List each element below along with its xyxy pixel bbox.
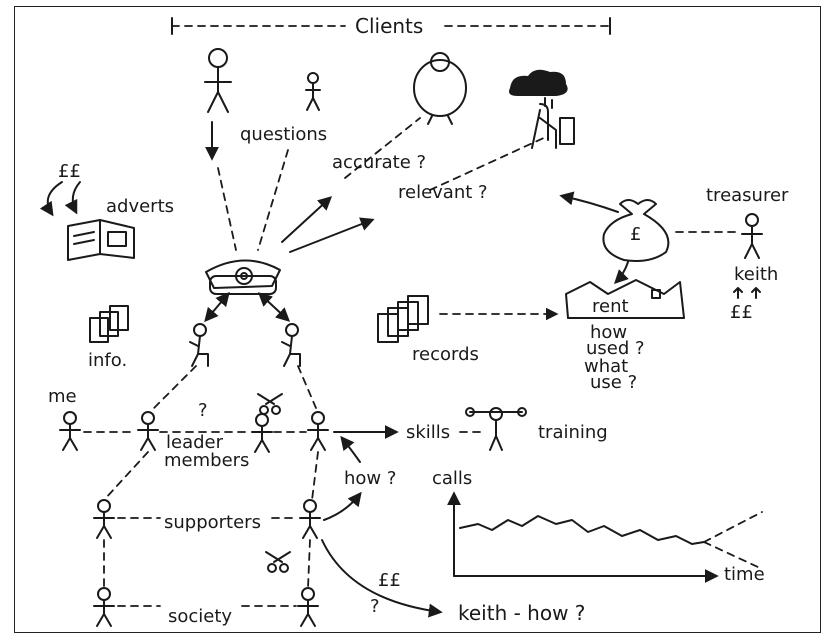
society-label: society	[168, 606, 232, 627]
adverts-pounds-label: ££	[58, 161, 81, 182]
skills-label: skills	[406, 422, 450, 443]
stick-figure-icon	[741, 213, 763, 259]
documents-icon	[89, 305, 129, 343]
question-mark-label: ?	[198, 400, 208, 421]
records-label: records	[412, 344, 479, 365]
stick-figure-icon	[297, 587, 319, 627]
training-label: training	[538, 422, 608, 443]
bottom-pounds-label: ££	[378, 570, 401, 591]
scissors-icon	[257, 393, 283, 415]
clients-bracket	[171, 17, 611, 35]
telephone-icon	[205, 259, 281, 295]
bottom-question-label: ?	[370, 596, 380, 617]
questions-label: questions	[240, 124, 327, 145]
adverts-label: adverts	[106, 196, 174, 217]
stick-figure-icon	[299, 499, 321, 539]
me-label: me	[48, 386, 77, 407]
calls-time-sketch	[447, 491, 763, 583]
what-use-label: what	[584, 356, 628, 377]
time-label: time	[724, 564, 765, 585]
stick-figure-icon	[281, 323, 301, 367]
house-icon	[565, 279, 685, 319]
what-use-label-2: use ?	[590, 372, 637, 393]
stick-figure-icon	[137, 411, 159, 451]
leader-label: leader	[166, 432, 224, 453]
rain-cloud-icon	[509, 69, 575, 149]
stick-figure-icon	[251, 413, 273, 453]
accurate-label: accurate ?	[332, 152, 426, 173]
stick-figure-icon	[93, 587, 115, 627]
keith-pounds-label: ££	[730, 302, 753, 323]
members-label: members	[164, 450, 249, 471]
documents-icon	[377, 295, 429, 343]
relevant-label: relevant ?	[398, 182, 488, 203]
calls-label: calls	[432, 468, 472, 489]
keith-label: keith	[734, 264, 778, 285]
stick-figure-icon	[93, 499, 115, 539]
how-used-label: how	[590, 322, 627, 343]
chick-icon	[413, 52, 467, 125]
newspaper-icon	[67, 219, 135, 261]
stick-figure-icon	[59, 411, 81, 451]
money-bag-icon	[602, 199, 670, 262]
scissors-icon	[265, 551, 291, 573]
stick-figure-icon	[465, 407, 527, 451]
stick-figure-icon	[189, 323, 209, 367]
info-label: info.	[88, 350, 127, 371]
bag-pound-label: £	[630, 224, 641, 245]
stick-figure-icon	[307, 411, 329, 451]
rent-label: rent	[592, 296, 629, 317]
how-label: how ?	[344, 468, 396, 489]
how-used-label-2: used ?	[586, 338, 645, 359]
stick-figure-icon	[204, 48, 232, 113]
supporters-label: supporters	[164, 512, 261, 533]
treasurer-label: treasurer	[706, 185, 789, 206]
keith-how-label: keith - how ?	[458, 601, 585, 625]
clients-label: Clients	[355, 14, 423, 38]
stick-figure-icon	[305, 72, 321, 111]
